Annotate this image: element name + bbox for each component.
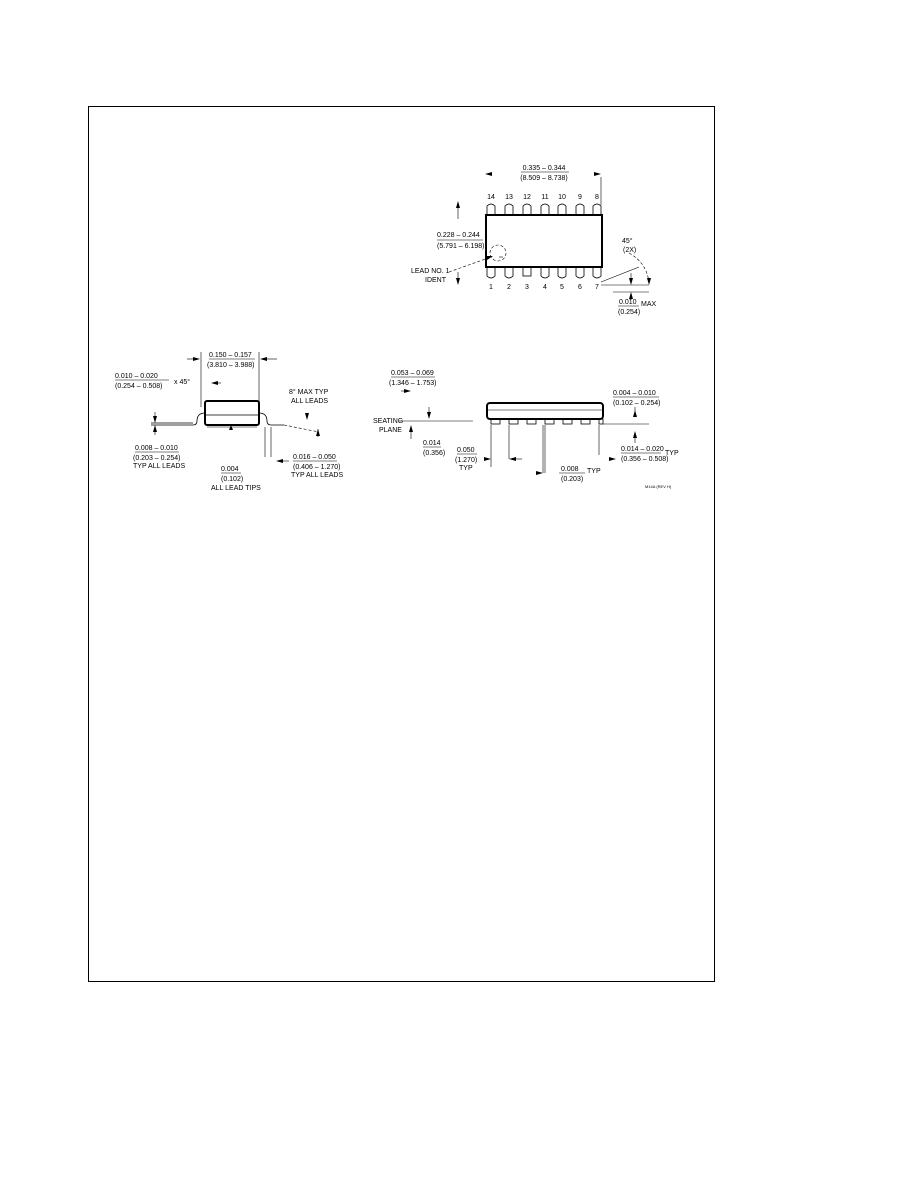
pitch-typ-label: TYP [459, 465, 473, 472]
chamfer-angle-label-2: (2X) [623, 247, 636, 254]
lead-width-mm-label: (0.356) [423, 450, 445, 457]
height-label: 0.053 – 0.069 [391, 370, 434, 377]
package-outline-drawing: 0.335 – 0.344 (8.509 – 8.738) 14 13 12 1… [115, 165, 679, 492]
drawing-number: M14A (REV H) [645, 484, 672, 489]
pin-3-label: 3 [525, 284, 529, 291]
overall-length-mm-label: (8.509 – 8.738) [520, 175, 567, 182]
pin-12-label: 12 [523, 194, 531, 201]
lead-thickness-mm-label: (0.203 – 0.254) [133, 455, 180, 462]
lead-width-range-label: 0.014 – 0.020 [621, 446, 664, 453]
lead-width-label: 0.014 [423, 440, 441, 447]
pin-1-label: 1 [489, 284, 493, 291]
spacing-typ-label: TYP [587, 468, 601, 475]
package-body-end [486, 402, 604, 420]
coplanarity-note: ALL LEAD TIPS [211, 485, 261, 492]
package-body-side [204, 400, 260, 426]
max-offset-mm-label: (0.254) [618, 309, 640, 316]
pin-10-label: 10 [558, 194, 566, 201]
spacing-mm-label: (0.203) [561, 476, 583, 483]
bevel-mm-label: (0.254 – 0.508) [115, 383, 162, 390]
bevel-label: 0.010 – 0.020 [115, 373, 158, 380]
seating-plane-label-1: SEATING [373, 418, 403, 425]
lead-ident-label-2: IDENT [425, 277, 447, 284]
drawing-frame: 0.335 – 0.344 (8.509 – 8.738) 14 13 12 1… [88, 106, 715, 982]
pin-4-label: 4 [543, 284, 547, 291]
width-label: 0.228 – 0.244 [437, 232, 480, 239]
foot-length-mm-label: (0.406 – 1.270) [293, 464, 340, 471]
pin-9-label: 9 [578, 194, 582, 201]
package-body-top [485, 214, 603, 268]
height-mm-label: (1.346 – 1.753) [389, 380, 436, 387]
side-view: 0.150 – 0.157 (3.810 – 3.988) 0.010 – 0.… [115, 352, 343, 492]
body-width-label: 0.150 – 0.157 [209, 352, 252, 359]
pin-13-label: 13 [505, 194, 513, 201]
end-view: 0.053 – 0.069 (1.346 – 1.753) SEATING PL… [373, 370, 679, 489]
overall-length-label: 0.335 – 0.344 [523, 165, 566, 172]
top-view: 0.335 – 0.344 (8.509 – 8.738) 14 13 12 1… [411, 165, 657, 316]
pin-8-label: 8 [595, 194, 599, 201]
width-mm-label: (5.791 – 6.198) [437, 243, 484, 250]
lead-thickness-label: 0.008 – 0.010 [135, 445, 178, 452]
seating-plane-label-2: PLANE [379, 427, 402, 434]
bevel-angle-label: x 45° [174, 378, 190, 386]
max-offset-suffix-label: MAX [641, 301, 657, 308]
coplanarity-mm-label: (0.102) [221, 476, 243, 483]
spacing-label: 0.008 [561, 466, 579, 473]
lead-thickness-note: TYP ALL LEADS [133, 463, 185, 470]
pitch-mm-label: (1.270) [455, 457, 477, 464]
lead-angle-label-2: ALL LEADS [291, 398, 328, 405]
coplanarity-label: 0.004 [221, 466, 239, 473]
pin-5-label: 5 [560, 284, 564, 291]
max-offset-label: 0.010 [619, 299, 637, 306]
body-width-mm-label: (3.810 – 3.988) [207, 362, 254, 369]
lead-ident-label-1: LEAD NO. 1 [411, 268, 450, 275]
pin-11-label: 11 [541, 194, 548, 201]
pin-6-label: 6 [578, 284, 582, 291]
pin-2-label: 2 [507, 284, 511, 291]
foot-length-label: 0.016 – 0.050 [293, 454, 336, 461]
pitch-label: 0.050 [457, 447, 475, 454]
chamfer-angle-label: 45° [622, 237, 633, 245]
pin-7-label: 7 [595, 284, 599, 291]
foot-length-note: TYP ALL LEADS [291, 472, 343, 479]
pin-14-label: 14 [487, 194, 495, 201]
lead-angle-label: 8° MAX TYP [289, 388, 329, 396]
lead-width-range-mm-label: (0.356 – 0.508) [621, 456, 668, 463]
standoff-mm-label: (0.102 – 0.254) [613, 400, 660, 407]
lead-width-range-typ: TYP [665, 450, 679, 457]
pin-1-ident-mark [489, 244, 507, 262]
standoff-label: 0.004 – 0.010 [613, 390, 656, 397]
